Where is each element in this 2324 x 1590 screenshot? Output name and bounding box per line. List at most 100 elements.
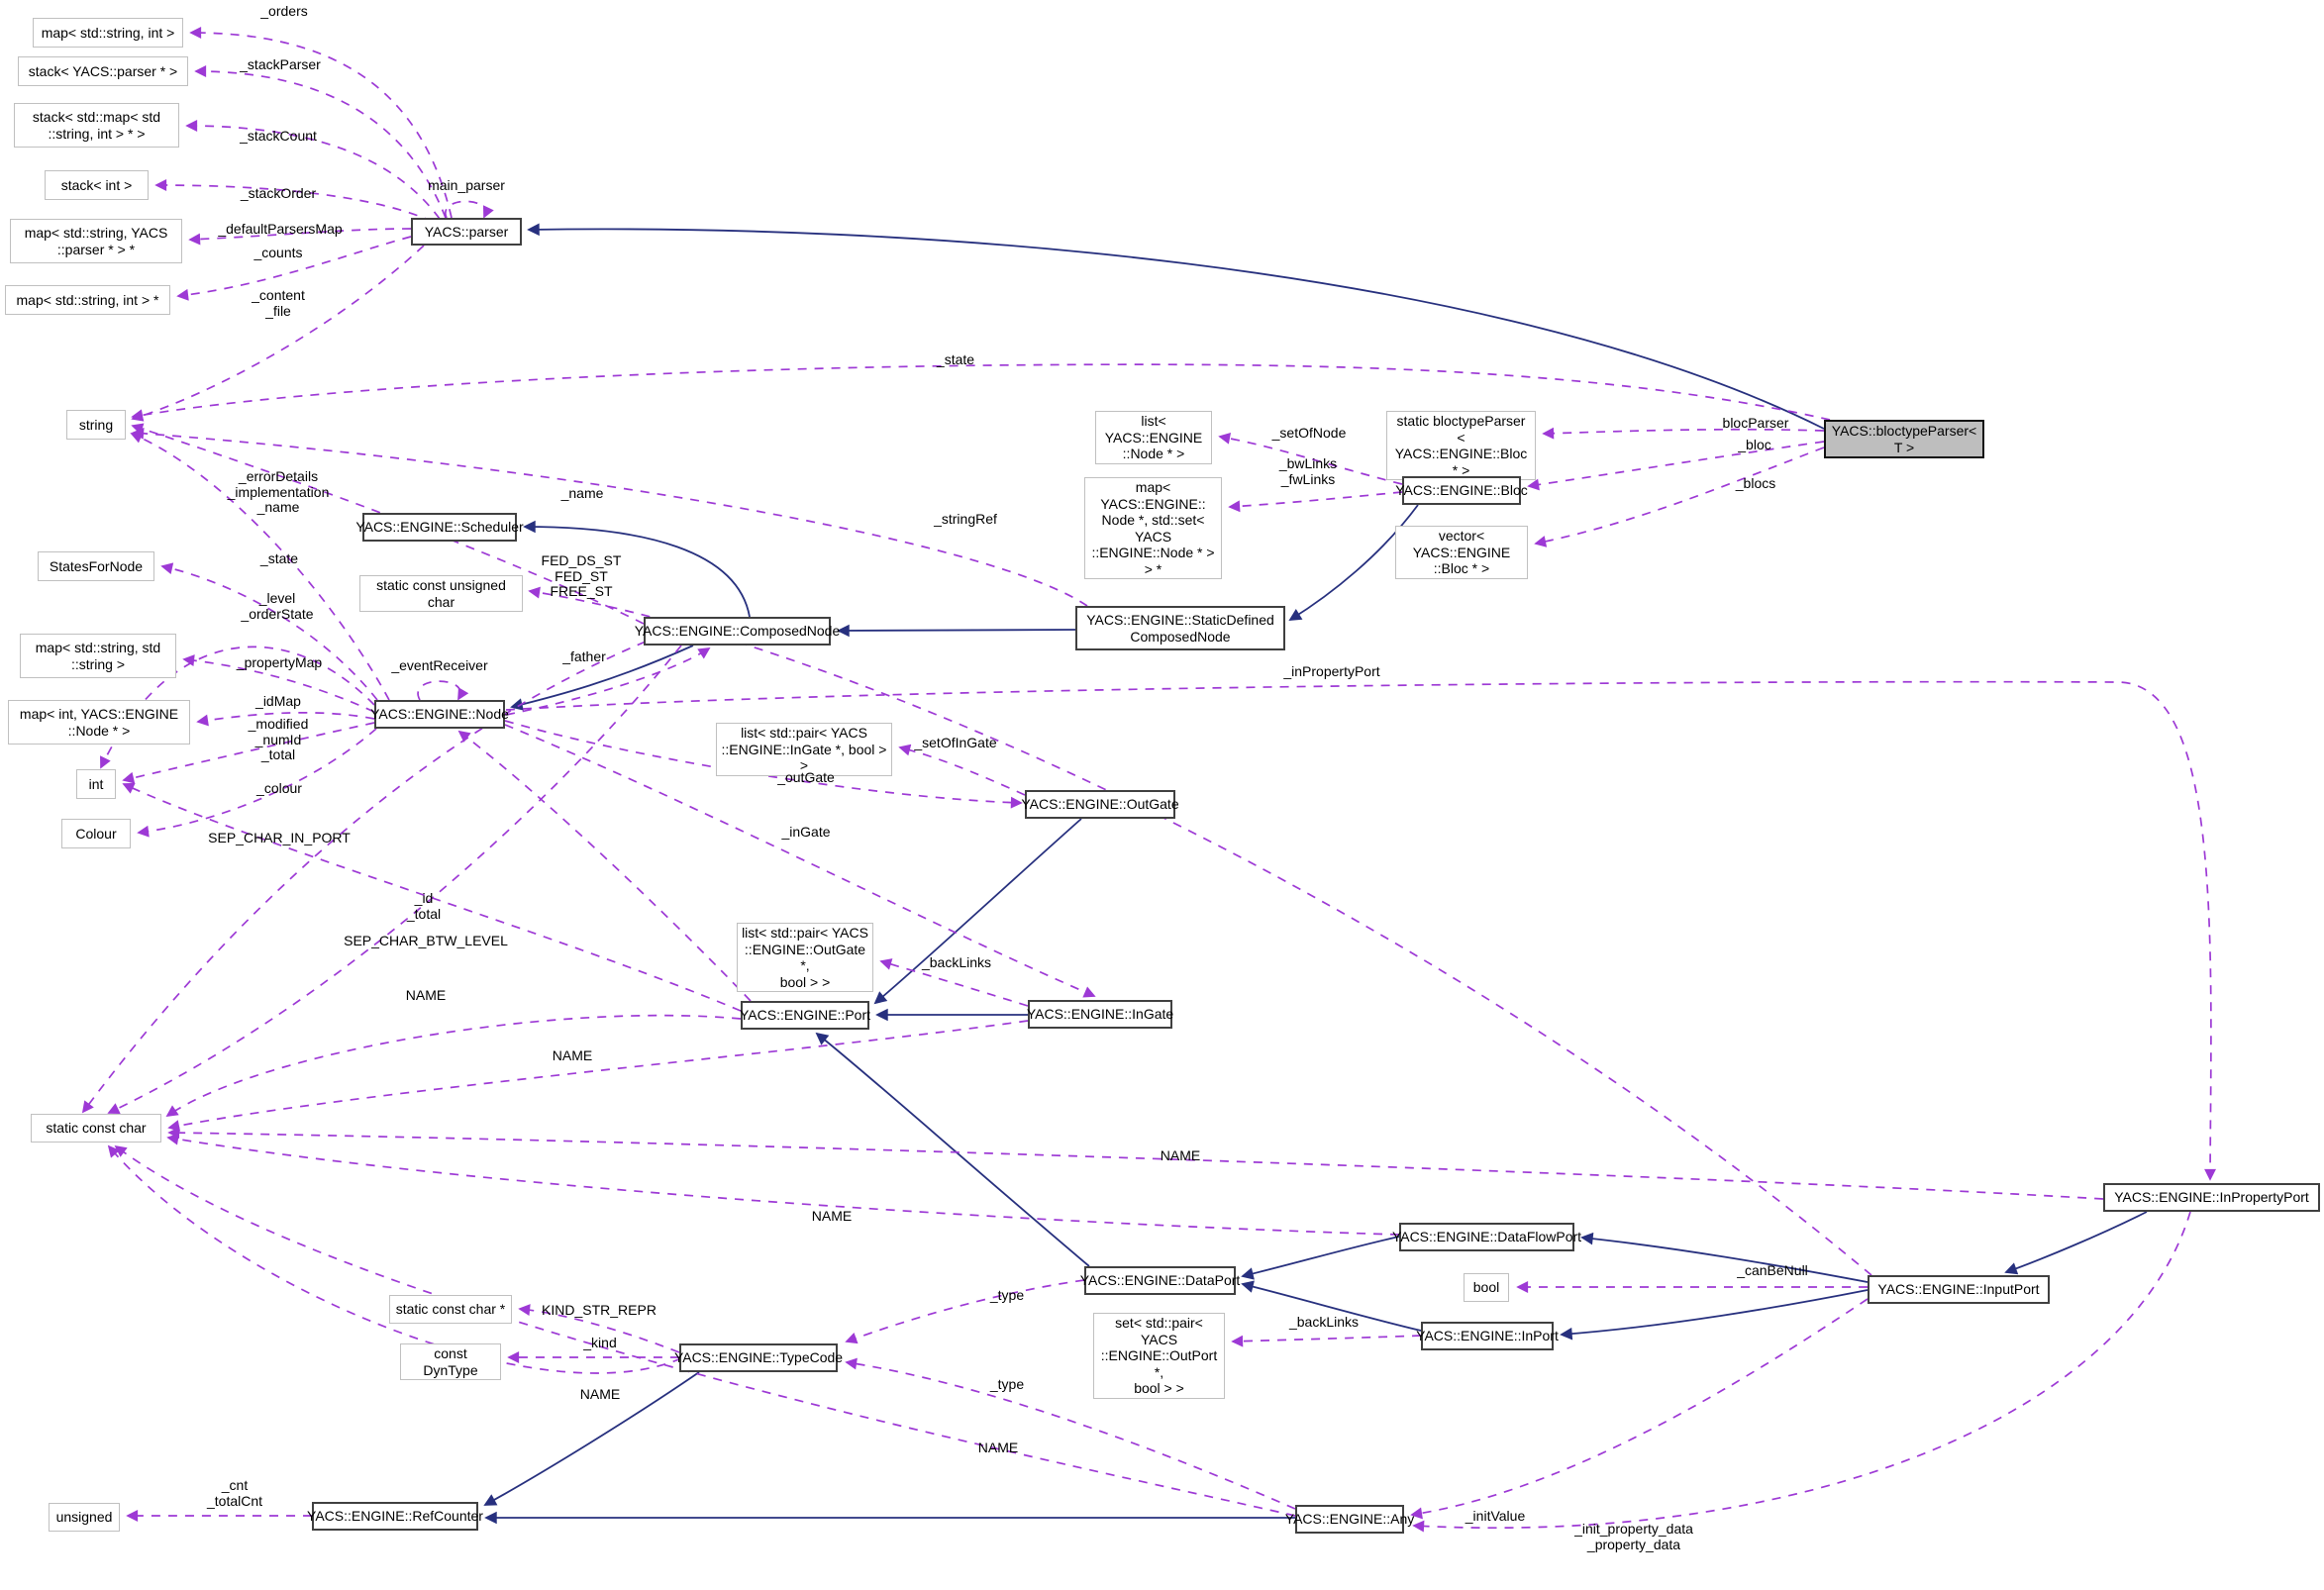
class-box-map_str_int_ptr: map< std::string, int > * [5, 285, 170, 315]
usage-edge-60 [1410, 1298, 1869, 1520]
usage-edge-50 [166, 1133, 1400, 1236]
inheritance-edge-0 [527, 223, 1825, 430]
inheritance-edge-1 [1288, 504, 1419, 621]
class-box-dataport[interactable]: YACS::ENGINE::DataPort [1080, 1266, 1240, 1295]
class-box-const_dyntype: const DynType [400, 1343, 501, 1381]
usage-edge-15 [189, 27, 453, 219]
usage-edge-35 [196, 711, 375, 727]
usage-edge-45 [457, 730, 752, 1002]
class-box-map_int_node: map< int, YACS::ENGINE ::Node * > [8, 700, 190, 745]
class-box-bool: bool [1464, 1273, 1509, 1302]
class-box-static_char_ptr: static const char * [389, 1295, 512, 1324]
class-box-stack_int: stack< int > [45, 170, 149, 200]
class-box-list_pair_outgate: list< std::pair< YACS ::ENGINE::OutGate … [737, 923, 873, 993]
class-box-inputport[interactable]: YACS::ENGINE::InputPort [1868, 1275, 2050, 1304]
usage-edge-27 [1218, 432, 1403, 485]
inheritance-edge-7 [815, 1032, 1090, 1267]
usage-edge-63 [528, 586, 1872, 1276]
usage-edge-34 [182, 654, 375, 713]
usage-edge-24 [1527, 441, 1825, 491]
usage-edge-52 [114, 1144, 1296, 1517]
inheritance-edge-4 [510, 645, 694, 711]
usage-edge-59 [1231, 1335, 1422, 1347]
usage-edge-62 [505, 680, 2216, 1181]
usage-edge-16 [194, 65, 447, 219]
inheritance-edge-5 [873, 818, 1082, 1005]
class-box-composednode[interactable]: YACS::ENGINE::ComposedNode [635, 617, 840, 646]
usage-edge-23 [1542, 427, 1825, 440]
class-box-inport[interactable]: YACS::ENGINE::InPort [1416, 1322, 1559, 1350]
usage-edge-18 [154, 179, 434, 223]
class-box-static_uchar: static const unsigned char [359, 575, 523, 613]
class-box-typecode[interactable]: YACS::ENGINE::TypeCode [674, 1343, 843, 1372]
class-box-bloc[interactable]: YACS::ENGINE::Bloc [1395, 476, 1528, 505]
inheritance-edge-13 [483, 1371, 700, 1506]
class-box-parser[interactable]: YACS::parser [411, 218, 522, 246]
class-box-outgate[interactable]: YACS::ENGINE::OutGate [1021, 790, 1179, 819]
class-box-staticdefined[interactable]: YACS::ENGINE::StaticDefined ComposedNode [1075, 606, 1285, 650]
class-box-ingate[interactable]: YACS::ENGINE::InGate [1027, 1000, 1173, 1029]
class-box-scheduler[interactable]: YACS::ENGINE::Scheduler [355, 513, 524, 542]
usage-edge-25 [1534, 447, 1825, 547]
class-box-static_char: static const char [31, 1114, 161, 1143]
class-box-inpropertyport[interactable]: YACS::ENGINE::InPropertyPort [2103, 1183, 2320, 1212]
class-box-dataflowport[interactable]: YACS::ENGINE::DataFlowPort [1392, 1223, 1581, 1251]
class-box-int: int [76, 769, 116, 799]
usage-edge-21 [131, 245, 425, 422]
inheritance-edge-8 [1241, 1236, 1400, 1280]
class-box-list_node: list< YACS::ENGINE ::Node * > [1095, 411, 1212, 464]
class-box-any[interactable]: YACS::ENGINE::Any [1285, 1505, 1414, 1534]
usage-edge-26 [131, 363, 1831, 422]
class-box-statesfornode: StatesForNode [38, 551, 154, 581]
class-box-map_str_str: map< std::string, std ::string > [20, 634, 176, 678]
usage-edge-64 [132, 427, 1088, 607]
usage-edge-49 [167, 1127, 2104, 1200]
usage-edge-37 [122, 722, 375, 784]
usage-edge-32 [160, 562, 378, 701]
class-box-map_str_int: map< std::string, int > [33, 18, 183, 48]
class-box-refcounter[interactable]: YACS::ENGINE::RefCounter [307, 1502, 483, 1531]
class-box-port[interactable]: YACS::ENGINE::Port [740, 1001, 870, 1030]
usage-edge-39 [81, 641, 647, 1114]
inheritance-edge-9 [1241, 1280, 1422, 1332]
usage-edge-22 [445, 200, 494, 219]
usage-edge-28 [1228, 491, 1403, 513]
usage-edge-17 [185, 120, 441, 220]
inheritance-edge-3 [523, 520, 751, 618]
class-box-node[interactable]: YACS::ENGINE::Node [370, 700, 509, 729]
class-box-map_node_set: map< YACS::ENGINE:: Node *, std::set< YA… [1084, 477, 1222, 580]
usage-edge-31 [417, 680, 469, 701]
class-box-static_bp: static bloctypeParser < YACS::ENGINE::Bl… [1386, 411, 1536, 481]
class-box-string: string [66, 410, 126, 440]
usage-edge-40 [107, 645, 682, 1115]
usage-edge-46 [122, 782, 742, 1012]
class-box-vector_bloc: vector< YACS::ENGINE ::Bloc * > [1395, 526, 1528, 579]
inheritance-edge-2 [837, 624, 1076, 638]
usage-edge-53 [845, 1279, 1085, 1344]
usage-edge-55 [518, 1304, 680, 1353]
usage-edge-61 [1412, 1211, 2191, 1533]
target-class-box-bloctypeparser: YACS::bloctypeParser< T > [1824, 420, 1984, 459]
class-box-set_pair_outport: set< std::pair< YACS ::ENGINE::OutPort *… [1093, 1313, 1225, 1399]
usage-edge-47 [165, 1014, 742, 1118]
inheritance-edge-11 [1560, 1289, 1869, 1341]
class-box-stack_parser: stack< YACS::parser * > [18, 56, 188, 86]
usage-edge-36 [100, 646, 375, 769]
inheritance-edge-10 [1580, 1232, 1869, 1283]
usage-edge-43 [898, 744, 1026, 796]
class-box-stack_map: stack< std::map< std ::string, int > * > [14, 103, 179, 148]
class-box-list_pair_ingate: list< std::pair< YACS ::ENGINE::InGate *… [716, 723, 892, 776]
inheritance-edge-12 [2004, 1211, 2148, 1275]
usage-edge-51 [107, 1144, 682, 1374]
usage-edge-42 [504, 724, 1096, 998]
usage-edge-20 [176, 236, 412, 301]
usage-edge-19 [188, 228, 412, 246]
class-box-unsigned: unsigned [49, 1503, 120, 1532]
usage-edge-54 [845, 1357, 1296, 1510]
usage-edge-29 [131, 423, 645, 625]
class-box-colour: Colour [61, 819, 131, 848]
usage-edge-44 [879, 958, 1029, 1007]
usage-edge-48 [167, 1020, 1029, 1132]
class-box-map_str_yacs: map< std::string, YACS ::parser * > * [10, 219, 182, 263]
